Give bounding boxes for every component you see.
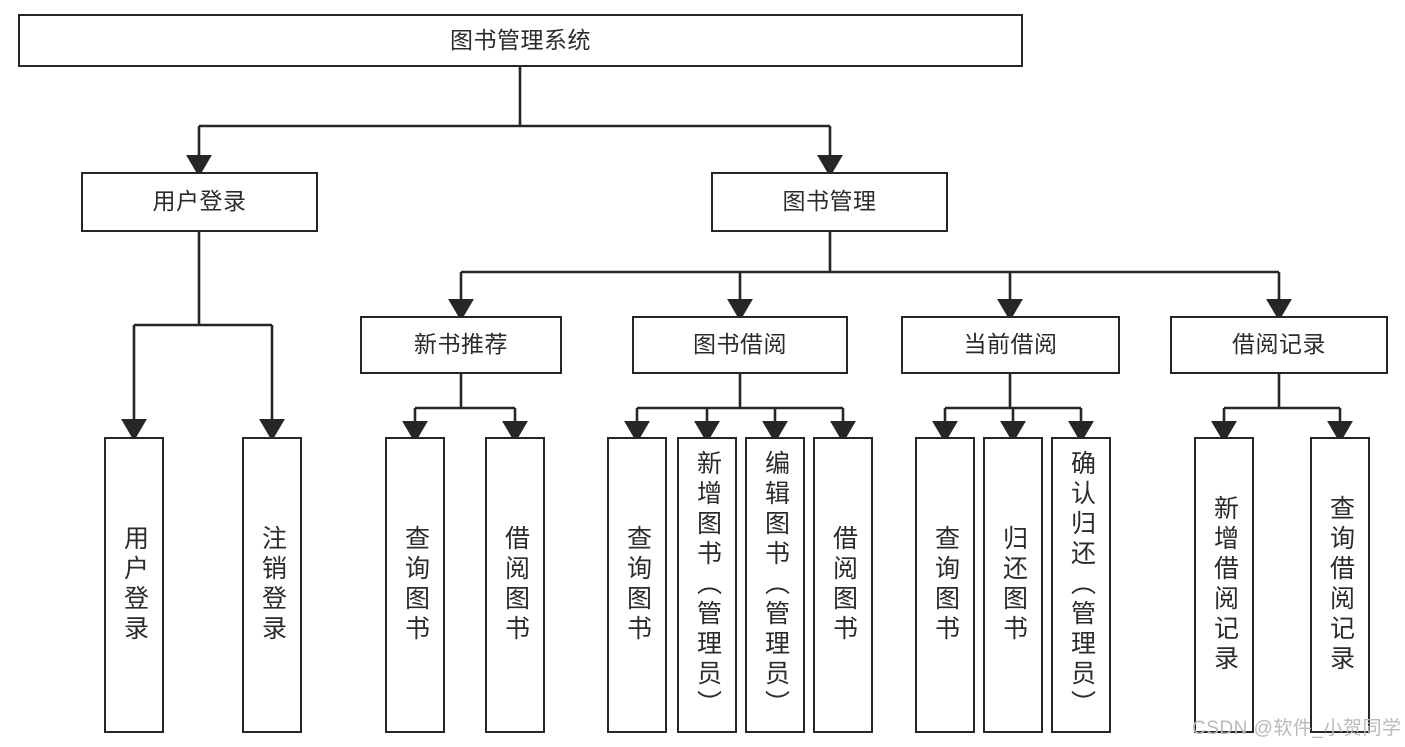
node-root[interactable]: 图书管理系统 (18, 14, 1023, 67)
leaf-user-login-label: 用户登录 (120, 525, 149, 645)
leaf-confirm-return[interactable]: 确认归还（管理员） (1051, 437, 1111, 733)
leaf-query-book-borrow-label: 查询图书 (623, 525, 652, 645)
node-root-label: 图书管理系统 (450, 26, 591, 53)
leaf-user-login[interactable]: 用户登录 (104, 437, 164, 733)
leaf-query-borrow-record[interactable]: 查询借阅记录 (1310, 437, 1370, 733)
csdn-watermark: CSDN @软件_小贺同学 (1192, 718, 1402, 739)
leaf-query-book-recommend-label: 查询图书 (401, 525, 430, 645)
leaf-user-logout[interactable]: 注销登录 (242, 437, 302, 733)
leaf-borrow-book-label: 借阅图书 (829, 525, 858, 645)
leaf-confirm-return-label: 确认归还（管理员） (1067, 450, 1096, 720)
leaf-add-borrow-record-label: 新增借阅记录 (1210, 495, 1239, 675)
leaf-user-logout-label: 注销登录 (258, 525, 287, 645)
node-borrow-record[interactable]: 借阅记录 (1170, 316, 1388, 374)
node-new-book-recommend[interactable]: 新书推荐 (360, 316, 562, 374)
node-borrow-record-label: 借阅记录 (1232, 331, 1326, 358)
leaf-edit-book[interactable]: 编辑图书（管理员） (745, 437, 805, 733)
leaf-borrow-book-recommend[interactable]: 借阅图书 (485, 437, 545, 733)
node-current-borrow[interactable]: 当前借阅 (901, 316, 1120, 374)
leaf-add-borrow-record[interactable]: 新增借阅记录 (1194, 437, 1254, 733)
leaf-add-book-label: 新增图书（管理员） (693, 450, 722, 720)
node-current-borrow-label: 当前借阅 (963, 331, 1058, 358)
node-book-management[interactable]: 图书管理 (711, 172, 948, 232)
leaf-borrow-book[interactable]: 借阅图书 (813, 437, 873, 733)
leaf-borrow-book-recommend-label: 借阅图书 (501, 525, 530, 645)
leaf-query-book-borrow[interactable]: 查询图书 (607, 437, 667, 733)
node-book-borrow-label: 图书借阅 (693, 331, 787, 358)
leaf-edit-book-label: 编辑图书（管理员） (761, 450, 790, 720)
leaf-query-book-recommend[interactable]: 查询图书 (385, 437, 445, 733)
leaf-add-book[interactable]: 新增图书（管理员） (677, 437, 737, 733)
node-user-login-label: 用户登录 (152, 188, 247, 215)
node-new-book-recommend-label: 新书推荐 (414, 331, 508, 358)
node-user-login[interactable]: 用户登录 (81, 172, 318, 232)
leaf-return-book[interactable]: 归还图书 (983, 437, 1043, 733)
leaf-query-book-current[interactable]: 查询图书 (915, 437, 975, 733)
leaf-query-book-current-label: 查询图书 (931, 525, 960, 645)
leaf-return-book-label: 归还图书 (999, 525, 1028, 645)
node-book-management-label: 图书管理 (782, 188, 877, 215)
leaf-query-borrow-record-label: 查询借阅记录 (1326, 495, 1355, 675)
node-book-borrow[interactable]: 图书借阅 (632, 316, 848, 374)
